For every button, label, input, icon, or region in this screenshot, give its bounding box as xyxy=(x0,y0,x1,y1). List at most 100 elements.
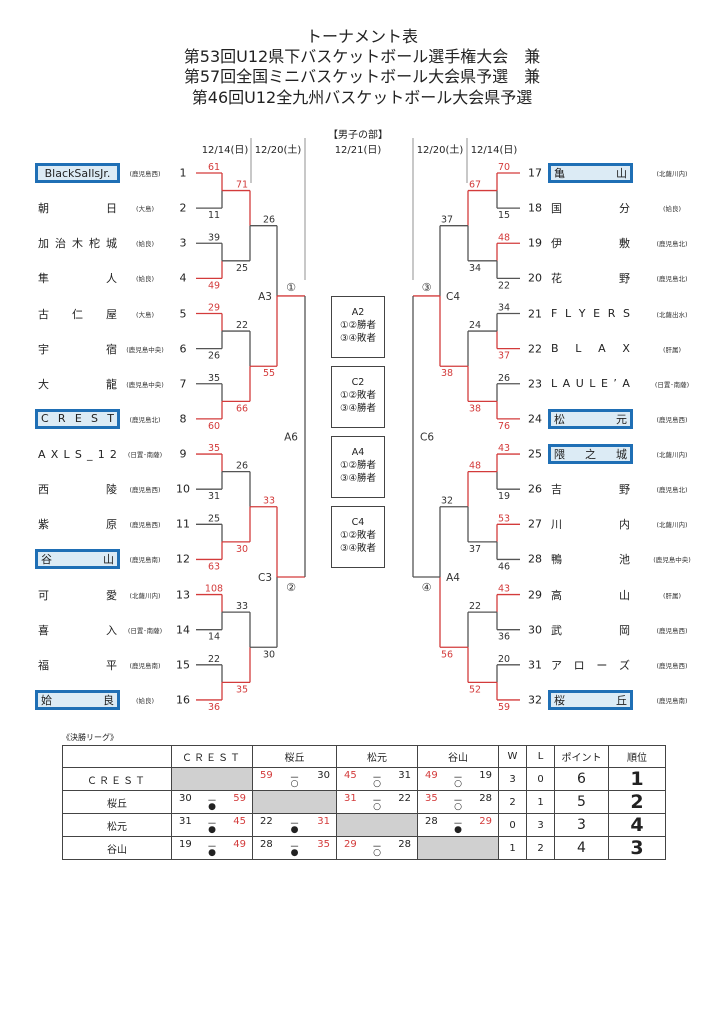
team-region: (北薩川内) xyxy=(656,521,688,530)
league-header-cell: W xyxy=(498,745,527,768)
team-number: 8 xyxy=(179,412,187,426)
team-name-char: 隈 xyxy=(554,448,565,462)
score-pair: 28－35● xyxy=(253,838,336,859)
league-wins: 0 xyxy=(498,813,527,837)
team-name-box: 古仁屋 xyxy=(35,304,120,324)
team-name: 可愛 xyxy=(38,587,117,603)
team-name-box: 花野 xyxy=(548,268,633,288)
score-pair: 49－19○ xyxy=(418,769,498,790)
score-dash: － xyxy=(372,841,382,853)
league-rank: 3 xyxy=(608,836,666,860)
team-name-char: 池 xyxy=(619,553,630,567)
score-label: 34 xyxy=(469,263,481,274)
league-losses: 0 xyxy=(526,767,555,791)
team-number: 31 xyxy=(528,658,542,672)
team-region: (肝属) xyxy=(662,345,682,354)
team-region: (鹿児島西) xyxy=(656,626,688,635)
score-pair: 22－31● xyxy=(253,815,336,836)
loss-mark-icon: ● xyxy=(454,824,462,835)
team-name-char: U xyxy=(575,377,584,391)
score-label: 22 xyxy=(208,654,220,665)
team-name-box: 川内 xyxy=(548,514,633,534)
score-label: 39 xyxy=(208,232,220,243)
score-left: 28 xyxy=(260,838,273,850)
team-name: 武岡 xyxy=(551,622,630,638)
team-name-box: 可愛 xyxy=(35,585,120,605)
team-name-char: 丘 xyxy=(616,693,627,707)
score-label: 22 xyxy=(469,601,481,612)
team-region: (姶良) xyxy=(662,205,682,214)
team-number: 9 xyxy=(179,447,187,461)
score-label: 30 xyxy=(263,649,275,660)
score-pair: 29－28○ xyxy=(337,838,417,859)
team-name-char: S xyxy=(91,412,98,426)
score-label: 26 xyxy=(208,351,220,362)
team-region: (鹿児島西) xyxy=(129,486,161,495)
score-label: 24 xyxy=(469,320,481,331)
league-result-cell: 59－30○ xyxy=(252,767,337,791)
score-label: 20 xyxy=(498,654,510,665)
match-mark: ② xyxy=(286,581,296,594)
score-dash: － xyxy=(372,772,382,784)
team-name-char: ズ xyxy=(618,658,630,672)
score-label: 63 xyxy=(208,561,220,572)
team-name-char: 仁 xyxy=(72,307,83,321)
score-label: 55 xyxy=(263,368,275,379)
team-name-box: 福平 xyxy=(35,655,120,675)
league-self-cell xyxy=(252,790,337,814)
score-label: 43 xyxy=(498,584,510,595)
team-name-box: 宇宿 xyxy=(35,339,120,359)
team-name-char: E xyxy=(600,377,608,391)
league-title: 《決勝リーグ》 xyxy=(62,733,118,742)
team-name-char: 武 xyxy=(551,623,562,637)
team-name-char: 吉 xyxy=(551,483,562,497)
team-name-char: L xyxy=(63,447,70,461)
team-region: (鹿児島西) xyxy=(129,170,161,178)
score-pair: 45－31○ xyxy=(337,769,417,790)
team-name-char: 山 xyxy=(103,553,114,567)
date-left-r2: 12/20(土) xyxy=(254,145,302,156)
team-number: 23 xyxy=(528,377,542,391)
score-label: 48 xyxy=(498,232,510,243)
score-label: 33 xyxy=(263,496,275,507)
team-region: (鹿児島西) xyxy=(129,521,161,530)
score-label: 11 xyxy=(208,210,220,221)
team-name: 吉野 xyxy=(551,481,630,497)
team-name: 福平 xyxy=(38,657,117,673)
league-self-cell xyxy=(171,767,253,791)
team-name-char: ロ xyxy=(573,658,585,672)
date-final: 12/21(日) xyxy=(334,145,382,156)
team-region: (姶良) xyxy=(135,240,155,249)
team-name-box: 隼人 xyxy=(35,268,120,288)
team-name-char: 伊 xyxy=(551,237,562,251)
score-right: 29 xyxy=(479,815,492,827)
score-right: 31 xyxy=(317,815,330,827)
match-mark: ④ xyxy=(422,581,432,594)
team-region: (鹿児島西) xyxy=(656,661,688,670)
league-result-cell: 30－59● xyxy=(171,790,253,814)
team-name-char: 1 xyxy=(97,447,105,461)
team-name-char: 柁 xyxy=(89,237,100,251)
team-number: 12 xyxy=(176,552,190,566)
team-region: (鹿児島北) xyxy=(129,415,161,424)
team-number: 19 xyxy=(528,236,542,250)
match-code: C6 xyxy=(420,431,434,443)
team-region: (鹿児島南) xyxy=(129,556,161,565)
box-line: ①②勝者 xyxy=(339,460,377,471)
score-label: 67 xyxy=(469,180,481,191)
score-right: 35 xyxy=(317,838,330,850)
team-region: (鹿児島北) xyxy=(656,240,688,249)
league-header-cell: 順位 xyxy=(608,745,666,768)
score-label: 53 xyxy=(498,513,510,524)
box-code: A4 xyxy=(351,447,365,458)
team-name-char: F xyxy=(551,307,558,321)
league-header-cell: 谷山 xyxy=(417,745,499,768)
score-label: 19 xyxy=(498,491,510,502)
team-region: (肝属) xyxy=(662,591,682,600)
team-number: 20 xyxy=(528,271,542,285)
